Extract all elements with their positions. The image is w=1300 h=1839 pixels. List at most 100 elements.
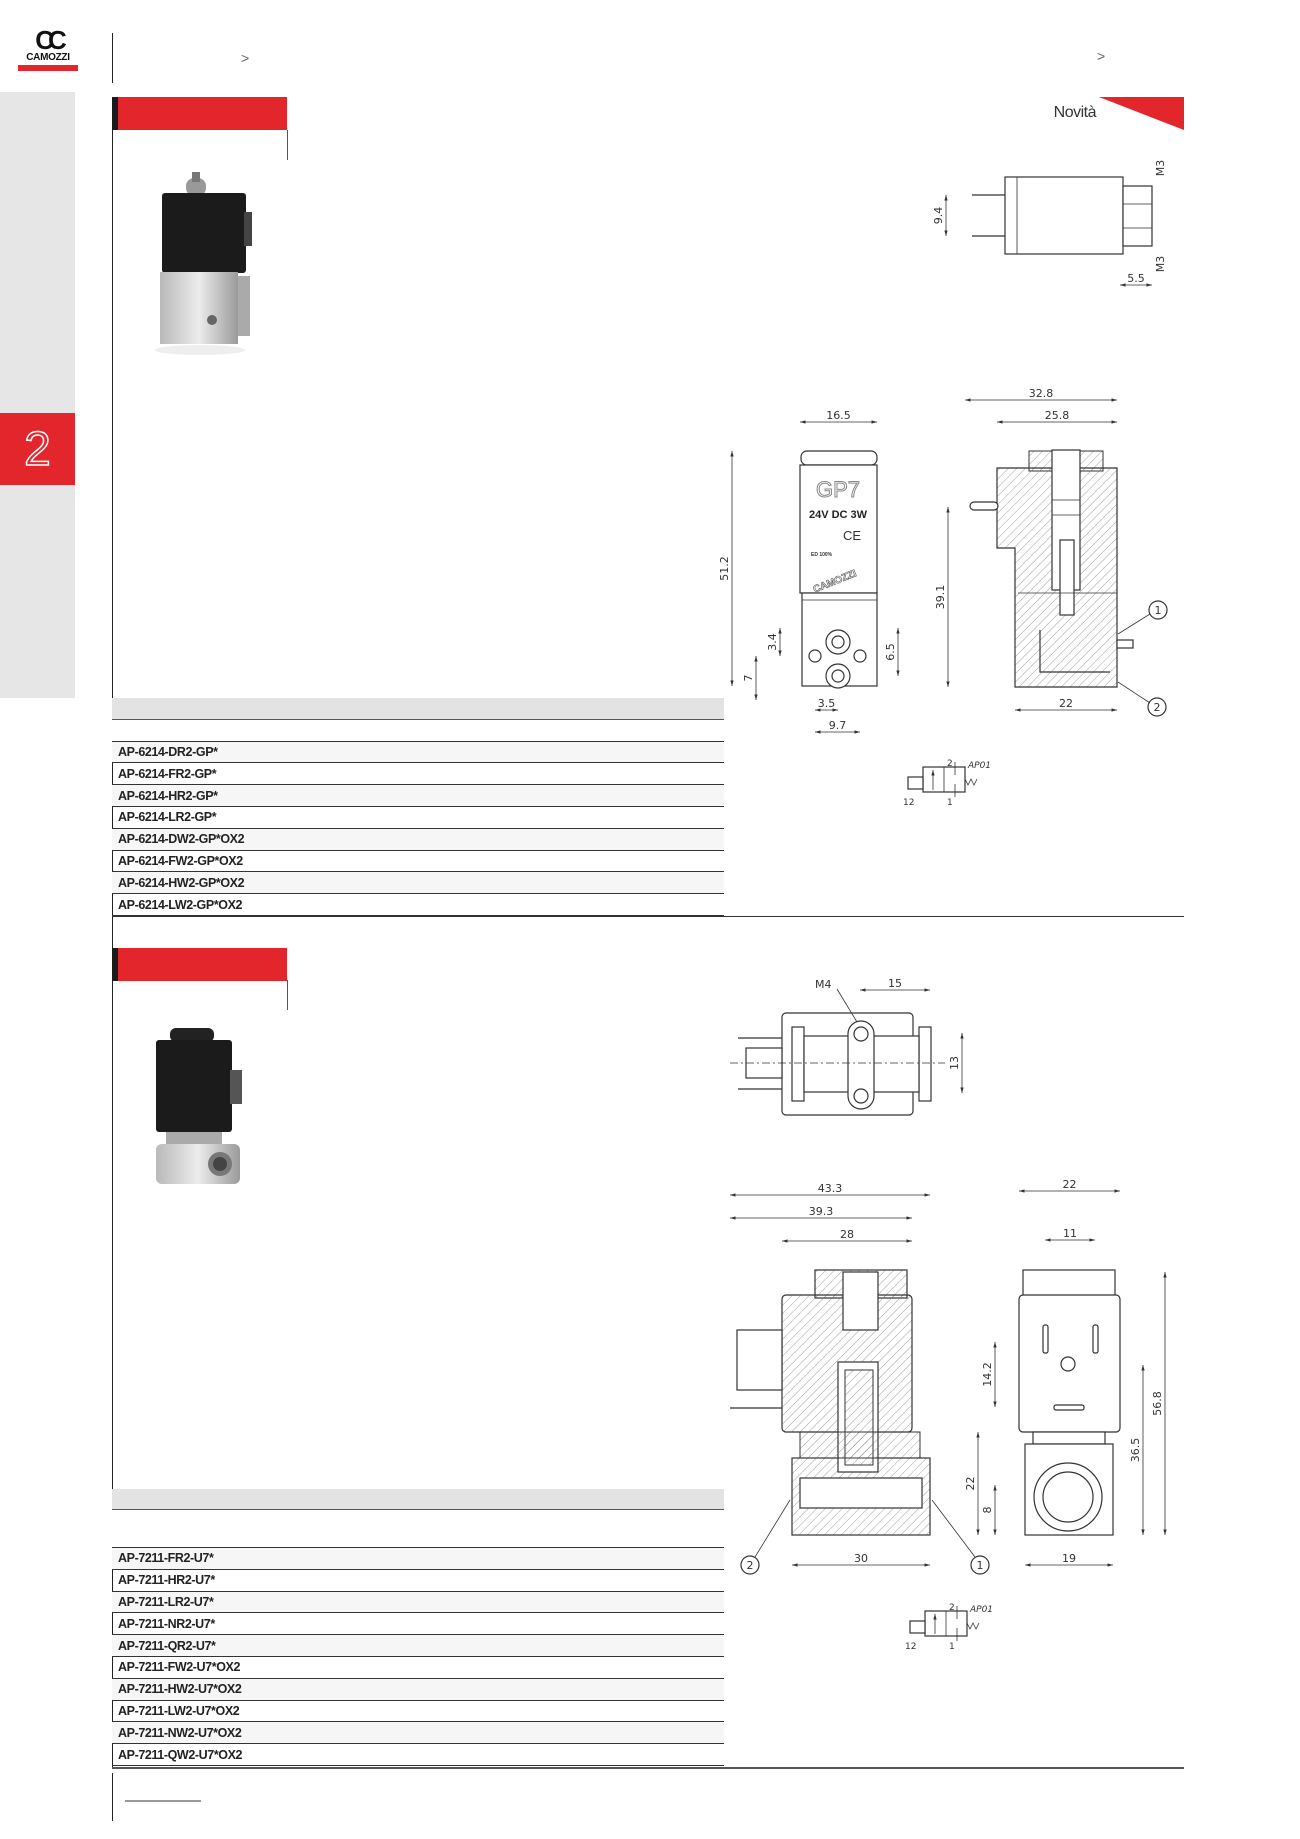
footer-rule <box>112 1773 113 1821</box>
symbol-port-1: 1 <box>947 798 953 808</box>
page-rule <box>112 97 113 1768</box>
table-row: AP-7211-LW2-U7*OX2 <box>112 1700 724 1723</box>
dimension-label-d-13: 13 <box>948 1056 961 1070</box>
dimension-label-d-14-2: 14.2 <box>981 1362 994 1387</box>
dimension-label-d-6-5: 6.5 <box>884 643 897 661</box>
dimension-label-d-39-1: 39.1 <box>934 585 947 610</box>
u7-top-view: M4 <box>730 978 945 1116</box>
header-divider <box>112 33 113 83</box>
port-1-label: 1 <box>1155 604 1162 617</box>
dimension-label-d-30: 30 <box>854 1552 868 1565</box>
section2-code-table: AP-7211-FR2-U7* AP-7211-HR2-U7* AP-7211-… <box>112 1489 724 1766</box>
dimension-label-d-39-3: 39.3 <box>809 1205 834 1218</box>
table-subheader <box>112 719 724 742</box>
table-row: AP-6214-LW2-GP*OX2 <box>112 893 724 916</box>
coil-model-label: GP7 <box>816 477 860 502</box>
dimension-label-m3-bottom: M3 <box>1154 256 1167 273</box>
section1-header-rule <box>287 130 288 160</box>
chapter-tab[interactable]: 2 <box>0 413 75 485</box>
dimension-label-d-11: 11 <box>1063 1227 1077 1240</box>
symbol-port-2: 2 <box>947 759 953 769</box>
port-2-label: 2 <box>747 1559 754 1572</box>
table-header <box>112 1489 724 1510</box>
section1-header-bar <box>112 97 287 130</box>
valve-symbol-ap01: 2 1 12 AP01 <box>905 1603 993 1652</box>
table-row: AP-7211-QR2-U7* <box>112 1634 724 1657</box>
product-photo-gp7-valve <box>155 172 252 355</box>
dimension-label-d-3-5: 3.5 <box>818 697 836 710</box>
symbol-port-12: 12 <box>905 1642 916 1652</box>
product-photo-u7-valve <box>156 1028 242 1184</box>
table-row: AP-6214-HW2-GP*OX2 <box>112 871 724 895</box>
table-row: AP-6214-DR2-GP* <box>112 741 724 764</box>
dimension-label-d-36-5: 36.5 <box>1129 1438 1142 1463</box>
table-row: AP-6214-FW2-GP*OX2 <box>112 850 724 873</box>
chapter-sidebar <box>0 92 75 698</box>
footer-line <box>125 1800 201 1802</box>
new-badge-triangle <box>1099 97 1184 130</box>
u7-section-view: 2 1 <box>730 1269 990 1575</box>
dimension-label-d-9-7: 9.7 <box>829 719 847 732</box>
dimension-label-d-22: 22 <box>1059 697 1073 710</box>
section1-bottom-rule <box>112 916 1184 917</box>
table-row: AP-6214-FR2-GP* <box>112 762 724 786</box>
camozzi-logo: CC CAMOZZI <box>18 25 78 74</box>
port-2-label: 2 <box>1154 701 1161 714</box>
table-row: AP-7211-NR2-U7* <box>112 1612 724 1636</box>
dimension-label-d-15: 15 <box>888 977 902 990</box>
valve-symbol-ap01: 2 1 12 AP01 <box>903 759 991 808</box>
dimension-label-d-56-8: 56.8 <box>1151 1391 1164 1416</box>
dimension-label-d-25-8: 25.8 <box>1045 409 1070 422</box>
dimension-label-d-22-side: 22 <box>964 1477 977 1491</box>
table-row: AP-7211-HW2-U7*OX2 <box>112 1678 724 1701</box>
table-row: AP-7211-HR2-U7* <box>112 1569 724 1592</box>
dimension-lines: 9.4M3M35.516.551.23.476.53.59.732.825.83… <box>718 160 1167 1567</box>
symbol-port-1: 1 <box>949 1642 955 1652</box>
section2-header-bar <box>112 948 287 981</box>
dimension-label-d-19: 19 <box>1062 1552 1076 1565</box>
breadcrumb-chevron[interactable]: > <box>1097 48 1106 64</box>
table-header <box>112 698 724 720</box>
gp7-front-view: GP7 24V DC 3W CE ED 100% CAMOZZI <box>799 450 878 689</box>
dimension-label-d-8: 8 <box>981 1507 994 1514</box>
symbol-port-2: 2 <box>949 1603 955 1613</box>
ce-mark: CE <box>843 528 861 543</box>
table-row: AP-6214-DW2-GP*OX2 <box>112 828 724 851</box>
symbol-port-12: 12 <box>903 798 914 808</box>
symbol-code: AP01 <box>969 1605 993 1615</box>
coil-duty-label: ED 100% <box>811 552 833 558</box>
logo-bar <box>18 65 78 71</box>
coil-rating-label: 24V DC 3W <box>809 509 868 521</box>
dimension-label-d-5-5: 5.5 <box>1127 272 1145 285</box>
port-1-label: 1 <box>977 1559 984 1572</box>
table-row: AP-7211-NW2-U7*OX2 <box>112 1721 724 1745</box>
dimension-label-d-51-2: 51.2 <box>718 556 731 581</box>
dimension-label-d-32-8: 32.8 <box>1029 387 1054 400</box>
dimension-label-d-9-4: 9.4 <box>932 207 945 225</box>
table-subheader <box>112 1509 724 1548</box>
section1-code-table: AP-6214-DR2-GP* AP-6214-FR2-GP* AP-6214-… <box>112 698 724 916</box>
table-row: AP-7211-FW2-U7*OX2 <box>112 1656 724 1679</box>
u7-side-view <box>1018 1269 1121 1536</box>
logo-mark-icon: CC <box>35 25 67 55</box>
table-row: AP-6214-HR2-GP* <box>112 784 724 807</box>
dimension-label-d-22-top: 22 <box>1063 1178 1077 1191</box>
table-row: AP-6214-LR2-GP* <box>112 806 724 829</box>
dimension-label-d-16-5: 16.5 <box>826 409 851 422</box>
dimension-label-d-7: 7 <box>742 675 755 682</box>
section2-header-rule <box>287 980 288 1010</box>
dimension-label-m3-top: M3 <box>1154 160 1167 177</box>
chapter-number: 2 <box>23 422 51 477</box>
m4-thread-label: M4 <box>815 978 832 991</box>
section2-bottom-rule <box>112 1767 1184 1769</box>
table-row: AP-7211-LR2-U7* <box>112 1591 724 1614</box>
table-row: AP-7211-QW2-U7*OX2 <box>112 1743 724 1766</box>
dimension-label-d-43-3: 43.3 <box>818 1182 843 1195</box>
gp7-section-view: 1 2 <box>969 449 1168 717</box>
dimension-label-d-28: 28 <box>840 1228 854 1241</box>
breadcrumb-chevron[interactable]: > <box>241 50 250 66</box>
dimension-label-d-3-4: 3.4 <box>766 633 779 651</box>
symbol-code: AP01 <box>967 761 991 771</box>
table-row: AP-7211-FR2-U7* <box>112 1547 724 1570</box>
